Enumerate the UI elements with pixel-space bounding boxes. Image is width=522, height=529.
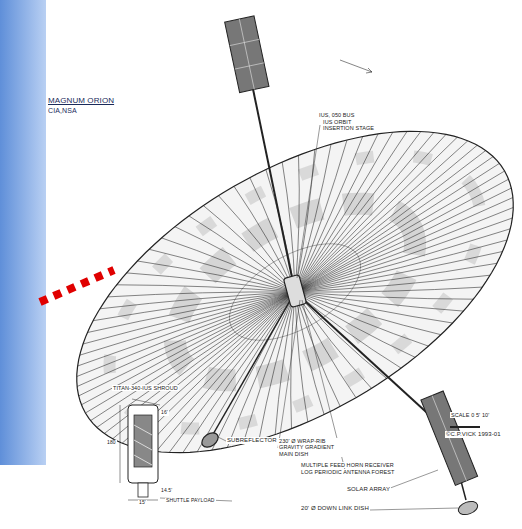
dish-rib [295,163,499,292]
part-label: SHUTTLE PAYLOAD [165,498,216,504]
dish-rib [149,249,295,292]
dish-rib [295,151,486,293]
shroud-drawing [120,405,158,500]
side-bar [0,0,46,465]
dish-rib [275,292,295,435]
dish-rib [295,292,453,323]
dish-rib [295,131,407,292]
dish-rib [295,218,512,292]
dish-rib [183,292,295,453]
dish-rib [93,292,295,321]
dish-rib [295,179,509,292]
dish-rib [77,292,295,377]
scale-bar [450,426,480,428]
part-label: 20' Ø DOWN LINK DISH [300,505,370,512]
dish-rib [295,137,457,292]
dish-rib [169,292,295,453]
solar-array [421,391,478,485]
dish-rib [295,141,468,292]
dish-rib [162,238,295,292]
dish-rib [295,171,505,292]
dish-rib [189,216,295,292]
dish-rib [295,229,510,292]
dimension: 16' [160,410,169,416]
dish-rib [295,292,372,388]
dish-rib [295,292,340,406]
dish-rib [295,132,421,293]
part-label: IUS ORBIT INSERTION STAGE [322,119,384,132]
dish-rib [295,132,393,292]
dimension: 14.5' [160,488,173,494]
dish-rib [295,292,428,346]
dish-rib [295,157,493,292]
dish-rib [295,133,434,293]
dish-rib [156,292,295,452]
copyright-note: ©C.P.VICK 1993-01 [445,431,502,438]
dish-shading [110,156,481,429]
dish-rib [137,261,295,292]
dish-rib [79,292,295,396]
dish-rib [78,292,295,366]
dish-rib [295,240,507,292]
dish-rib [295,292,324,415]
dish-rib [295,263,497,292]
subreflector-boom [212,292,295,436]
title-label: MAGNUM ORION [48,96,114,105]
dish-shading [175,204,415,381]
downlink-dish [457,499,480,517]
dish-rib [234,186,295,292]
part-label: MULTIPLE FEED HORN RECEIVER [300,462,395,468]
part-label: SUBREFLECTOR [226,437,278,444]
dish-rib [295,134,446,292]
dish-rib [295,145,477,292]
dish-rib [250,178,295,292]
part-label: LOG PERIODIC ANTENNA FOREST [300,469,395,475]
dish-rib [80,292,295,355]
solar-array [225,16,269,93]
dish-rib [108,292,295,297]
leader-lines [132,125,458,510]
dish-rib [295,137,363,293]
dish-rib [295,208,513,293]
dish-rib [295,140,347,292]
dish-rib [295,198,513,293]
dish-rib [175,227,295,292]
part-label: TITAN-340-IUS SHROUD [112,385,179,391]
boom [247,60,295,292]
dish-rib [203,206,295,292]
dish-rib [295,287,482,292]
dish-rib [127,273,296,292]
dish-rib [88,292,296,333]
dish-rib [100,292,295,309]
dish-rib [219,196,296,292]
agency-label: CIA,NSA [48,107,77,115]
dish-rib [83,292,295,344]
dish-rib [295,292,401,368]
dimension: 15' [138,500,147,506]
dish-rib [295,292,464,311]
dimension: 180 [106,440,117,446]
pointer-dots [40,270,114,302]
scale-label: SCALE 0 5' 10' [450,412,490,418]
dish-rib [77,292,295,387]
bus [283,274,306,307]
dish-rib [295,188,511,292]
dish-rib [91,292,295,421]
part-label: SOLAR ARRAY [346,486,391,493]
subreflector [199,430,221,450]
dish-rib [197,292,295,452]
part-label: IUS, 050 BUS [318,112,355,118]
dish-rib [227,292,295,448]
dish-rib [85,292,295,413]
dish-rib [282,162,295,292]
dish-rib [295,292,308,422]
part-label: 230' Ø WRAP-RIB GRAVITY GRADIENT MAIN DI… [278,438,350,457]
dish-rib [97,292,295,427]
orientation-arrow [340,60,372,73]
dish-rib [295,275,490,292]
